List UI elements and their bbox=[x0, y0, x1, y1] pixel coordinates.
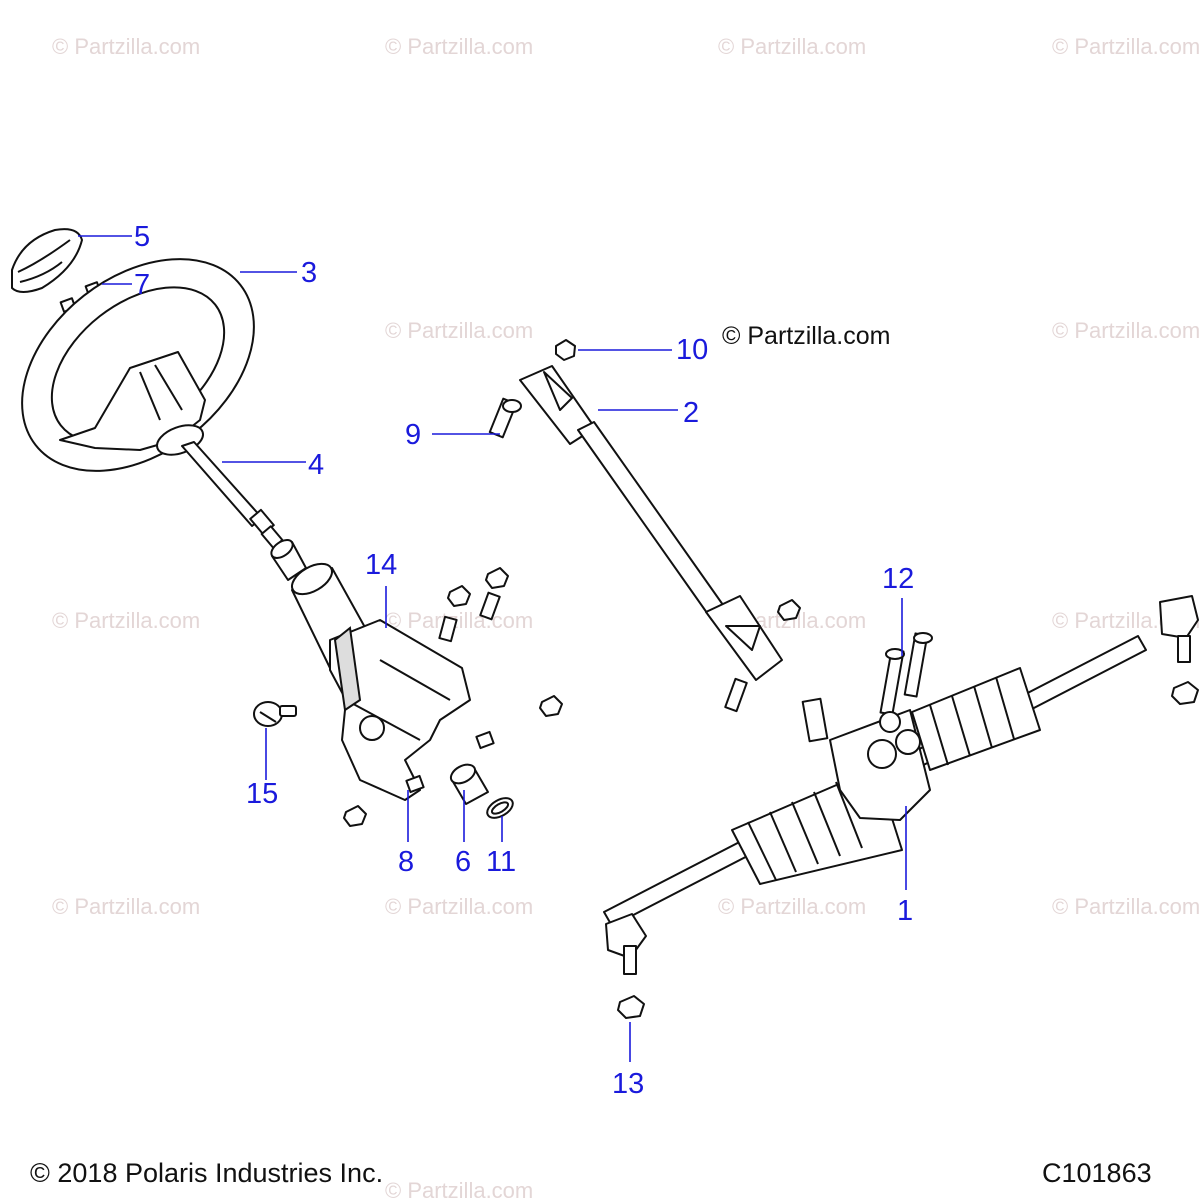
watermark: © Partzilla.com bbox=[52, 34, 201, 59]
callout-15[interactable]: 15 bbox=[246, 778, 279, 810]
watermark: © Partzilla.com bbox=[1052, 318, 1200, 343]
watermark: © Partzilla.com bbox=[1052, 34, 1200, 59]
watermark: © Partzilla.com bbox=[718, 894, 867, 919]
watermark: © Partzilla.com bbox=[52, 608, 201, 633]
rack-mounting-bolts bbox=[879, 632, 933, 716]
bracket-fasteners bbox=[343, 567, 563, 827]
diagram-code: C101863 bbox=[1042, 1158, 1152, 1188]
callout-8[interactable]: 8 bbox=[398, 846, 415, 878]
watermark: © Partzilla.com bbox=[385, 318, 534, 343]
callout-2[interactable]: 2 bbox=[683, 397, 700, 429]
intermediate-steering-shaft bbox=[519, 365, 801, 713]
callout-10[interactable]: 10 bbox=[676, 334, 709, 366]
callout-13[interactable]: 13 bbox=[612, 1068, 645, 1100]
watermark: © Partzilla.com bbox=[385, 894, 534, 919]
callout-6[interactable]: 6 bbox=[455, 846, 472, 878]
steering-rack bbox=[603, 595, 1199, 975]
steering-wheel bbox=[21, 258, 255, 472]
watermark: © Partzilla.com bbox=[718, 34, 867, 59]
callout-1[interactable]: 1 bbox=[897, 895, 914, 927]
leader-lines bbox=[78, 235, 907, 1062]
partzilla-credit: © Partzilla.com bbox=[722, 322, 891, 350]
column-bushing bbox=[449, 763, 489, 805]
u-joint-nut bbox=[555, 339, 576, 361]
horn-cap bbox=[11, 228, 83, 293]
callout-3[interactable]: 3 bbox=[301, 257, 318, 289]
callout-14[interactable]: 14 bbox=[365, 549, 398, 581]
callout-12[interactable]: 12 bbox=[882, 563, 915, 595]
callout-9[interactable]: 9 bbox=[405, 419, 422, 451]
watermark: © Partzilla.com bbox=[52, 894, 201, 919]
callout-4[interactable]: 4 bbox=[308, 449, 325, 481]
copyright-text: © 2018 Polaris Industries Inc. bbox=[30, 1158, 384, 1188]
watermark: © Partzilla.com bbox=[385, 1178, 534, 1203]
callout-5[interactable]: 5 bbox=[134, 221, 151, 253]
callout-7[interactable]: 7 bbox=[134, 269, 151, 301]
steering-column-bracket bbox=[291, 562, 495, 801]
watermark: © Partzilla.com bbox=[385, 34, 534, 59]
watermark: © Partzilla.com bbox=[1052, 894, 1200, 919]
bumper-bolt bbox=[253, 701, 297, 727]
steering-shaft bbox=[156, 424, 284, 549]
watermark: © Partzilla.com bbox=[385, 608, 534, 633]
u-joint-bolt bbox=[488, 397, 522, 439]
callout-11[interactable]: 11 bbox=[486, 846, 517, 878]
tie-rod-nut bbox=[617, 995, 645, 1019]
o-ring bbox=[486, 797, 514, 819]
shaft-bushing bbox=[270, 539, 307, 581]
